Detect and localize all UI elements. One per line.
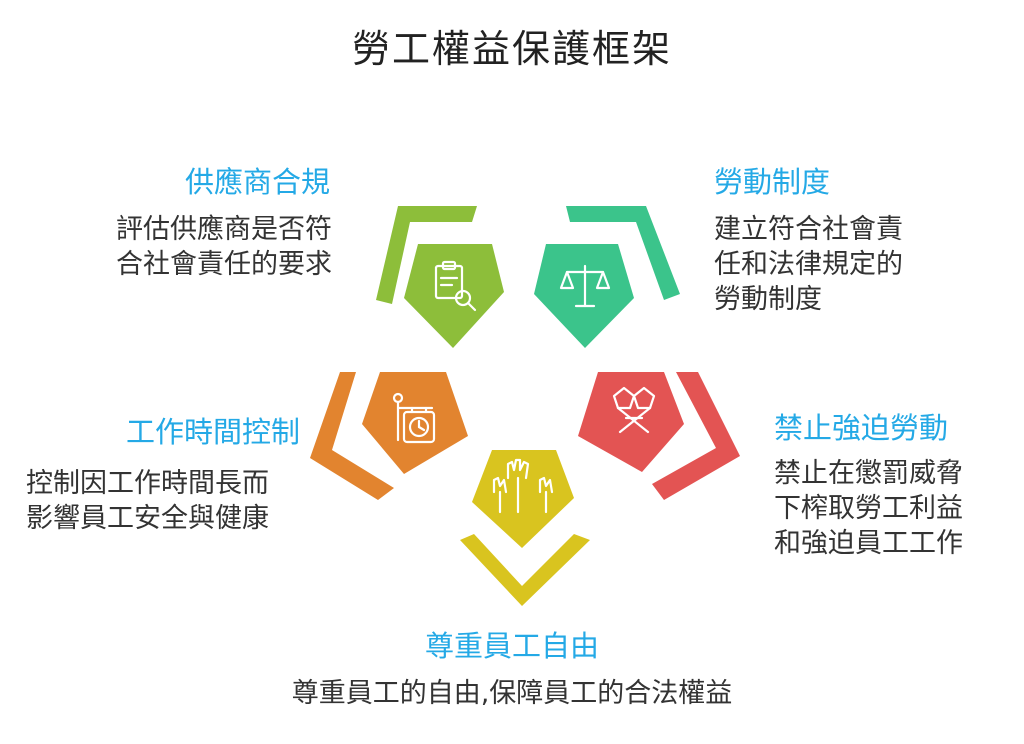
- working-hours-label: 工作時間控制: [125, 415, 300, 449]
- working-hours-pentagon: [362, 372, 468, 474]
- respect-pentagon: [472, 450, 574, 548]
- labor-system-desc-line: 建立符合社會責: [714, 214, 903, 245]
- working-hours-description: 控制因工作時間長而 影響員工安全與健康: [26, 466, 326, 536]
- respect-description: 尊重員工的自由,保障員工的合法權益: [0, 676, 1024, 711]
- supplier-label: 供應商合規: [184, 165, 330, 199]
- diagram-title: 勞工權益保護框架: [351, 27, 672, 71]
- supplier-pentagon: [404, 244, 504, 348]
- hanging-clock-icon: [392, 392, 436, 444]
- labor-system-chevron: [566, 206, 680, 300]
- labor-system-desc-line: 任和法律規定的: [714, 249, 903, 280]
- labor-system-description: 建立符合社會責 任和法律規定的 勞動制度: [714, 212, 1004, 317]
- working-hours-desc-line: 影響員工安全與健康: [26, 503, 269, 534]
- working-hours-chevron: [310, 372, 394, 500]
- forced-labor-desc-line: 和強迫員工工作: [774, 528, 963, 559]
- labor-system-label: 勞動制度: [714, 165, 831, 199]
- forced-labor-description: 禁止在懲罰威脅 下榨取勞工利益 和強迫員工工作: [774, 456, 1014, 561]
- segment-supplier: [376, 206, 504, 348]
- forced-labor-chevron: [652, 372, 740, 500]
- forced-labor-desc-line: 下榨取勞工利益: [774, 493, 963, 524]
- bound-fists-icon: [612, 386, 656, 434]
- balance-scale-icon: [559, 264, 611, 308]
- working-hours-desc-line: 控制因工作時間長而: [26, 468, 269, 499]
- segment-forced-labor: [578, 372, 740, 500]
- respect-desc-line: 尊重員工的自由,保障員工的合法權益: [291, 678, 733, 709]
- raised-hands-icon: [492, 458, 554, 514]
- segment-respect: [460, 450, 590, 606]
- supplier-chevron: [376, 206, 477, 304]
- labor-system-desc-line: 勞動制度: [714, 284, 822, 315]
- respect-chevron: [460, 534, 590, 606]
- supplier-description: 評估供應商是否符 合社會責任的要求: [30, 212, 332, 282]
- segment-working-hours: [310, 372, 468, 500]
- supplier-desc-line: 評估供應商是否符: [116, 214, 332, 245]
- segment-labor-system: [534, 206, 680, 348]
- clipboard-search-icon: [434, 260, 477, 312]
- forced-labor-desc-line: 禁止在懲罰威脅: [774, 458, 963, 489]
- supplier-desc-line: 合社會責任的要求: [116, 249, 332, 280]
- respect-label: 尊重員工自由: [424, 629, 599, 663]
- forced-labor-label: 禁止強迫勞動: [774, 411, 949, 445]
